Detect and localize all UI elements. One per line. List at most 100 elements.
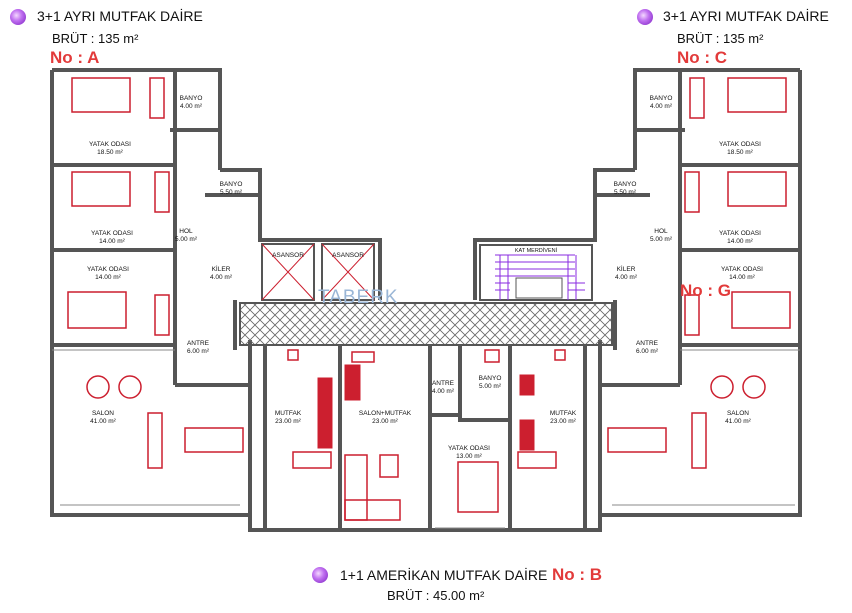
unit-c-walls [473,68,802,532]
unit-g-number: No : G [680,281,731,300]
unit-a-brut: BRÜT : 135 m² [52,31,139,46]
room-name: YATAK ODASI [719,230,761,237]
unit-c-bullet-icon [637,9,653,25]
room-name: YATAK ODASI [89,141,131,148]
room-name: KİLER [616,266,636,273]
room-area: 14.00 m² [95,274,121,281]
room-area: 23.00 m² [550,418,576,425]
watermark: TABERK [318,287,399,308]
room-area: 14.00 m² [727,238,753,245]
room-name: KİLER [211,266,231,273]
room-area: 4.00 m² [431,388,455,395]
room-area: 13.00 m² [456,453,482,460]
room-area: 5.00 m² [478,383,502,390]
room-name: BANYO [219,181,243,188]
room-name: HOL [654,228,668,235]
room-name: SALON+MUTFAK [358,410,412,417]
unit-b-brut: BRÜT : 45.00 m² [387,588,485,603]
room-area: 14.00 m² [99,238,125,245]
staircase [479,244,593,301]
room-name: YATAK ODASI [448,445,490,452]
room-name: ASANSOR [272,252,304,259]
unit-b-number: No : B [552,565,603,584]
room-name: KAT MERDİVENİ [514,248,558,254]
room-name: MUTFAK [549,410,577,417]
unit-a-title: 3+1 AYRI MUTFAK DAİRE [37,8,203,24]
room-area: 41.00 m² [725,418,751,425]
unit-c-title: 3+1 AYRI MUTFAK DAİRE [663,8,829,24]
room-name: BANYO [179,95,203,102]
room-name: ANTRE [431,380,455,387]
room-name: SALON [91,410,115,417]
room-area: 6.00 m² [635,348,659,355]
room-area: 23.00 m² [372,418,398,425]
bedroom-furniture [67,77,791,513]
room-name: ANTRE [635,340,659,347]
unit-b-walls [263,345,587,532]
room-name: BANYO [478,375,502,382]
room-area: 4.00 m² [614,274,638,281]
room-area: 5.50 m² [219,189,243,196]
kitchen-counters [287,349,566,451]
room-area: 41.00 m² [90,418,116,425]
room-area: 4.00 m² [209,274,233,281]
unit-a-bullet-icon [10,9,26,25]
windows [52,349,800,529]
unit-b-title: 1+1 AMERİKAN MUTFAK DAİRE [340,567,548,583]
room-name: MUTFAK [274,410,302,417]
unit-c-number: No : C [677,48,728,67]
unit-a-walls [50,68,382,532]
room-area: 18.50 m² [727,149,753,156]
room-area: 18.50 m² [97,149,123,156]
room-name: HOL [179,228,193,235]
room-name: ANTRE [186,340,210,347]
room-name: YATAK ODASI [721,266,763,273]
room-name: SALON [726,410,750,417]
room-name: BANYO [613,181,637,188]
room-area: 5.00 m² [649,236,673,243]
salon-furniture [86,375,766,521]
unit-c-brut: BRÜT : 135 m² [677,31,764,46]
unit-b-bullet-icon [312,567,328,583]
room-label-kat-merdiveni: KAT MERDİVENİ [515,247,557,255]
room-area: 14.00 m² [729,274,755,281]
room-area: 6.00 m² [186,348,210,355]
elevators [261,243,375,301]
room-area: 4.00 m² [649,103,673,110]
unit-a-number: No : A [50,48,100,67]
room-name: BANYO [649,95,673,102]
room-label-asansor-1: ASANSOR [272,252,304,260]
room-name: YATAK ODASI [719,141,761,148]
room-label-asansor-2: ASANSOR [332,252,364,260]
room-area: 4.00 m² [179,103,203,110]
room-area: 5.00 m² [174,236,198,243]
room-area: 5.50 m² [613,189,637,196]
room-name: YATAK ODASI [91,230,133,237]
